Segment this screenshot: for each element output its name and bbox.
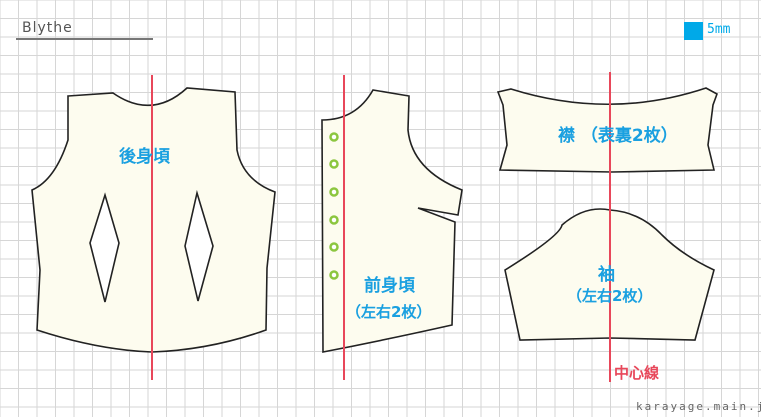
button-mark-5 xyxy=(329,242,339,252)
back-body-piece xyxy=(31,87,276,353)
site-credit: karayage.main.jp xyxy=(636,400,761,413)
button-mark-6 xyxy=(329,270,339,280)
front-body-note: （左右2枚） xyxy=(346,303,432,321)
button-mark-2 xyxy=(329,159,339,169)
back-dart-left xyxy=(89,192,120,303)
button-mark-1 xyxy=(329,132,339,142)
button-mark-3 xyxy=(329,187,339,197)
front-body-piece xyxy=(321,89,463,353)
back-body-label: 後身頃 xyxy=(119,147,170,167)
brand-underline xyxy=(16,38,153,40)
front-body-label: 前身頃 xyxy=(364,276,415,296)
button-mark-4 xyxy=(329,215,339,225)
scale-swatch xyxy=(684,22,703,40)
collar-piece xyxy=(496,87,718,173)
sleeve-note: （左右2枚） xyxy=(567,287,653,305)
scale-label: 5mm xyxy=(707,22,731,37)
sleeve-label: 袖 xyxy=(598,265,615,285)
brand-title: Blythe xyxy=(22,20,73,36)
back-dart-right xyxy=(184,189,214,302)
collar-label: 襟 （表裏2枚） xyxy=(558,126,678,146)
center-line-label: 中心線 xyxy=(614,364,660,382)
